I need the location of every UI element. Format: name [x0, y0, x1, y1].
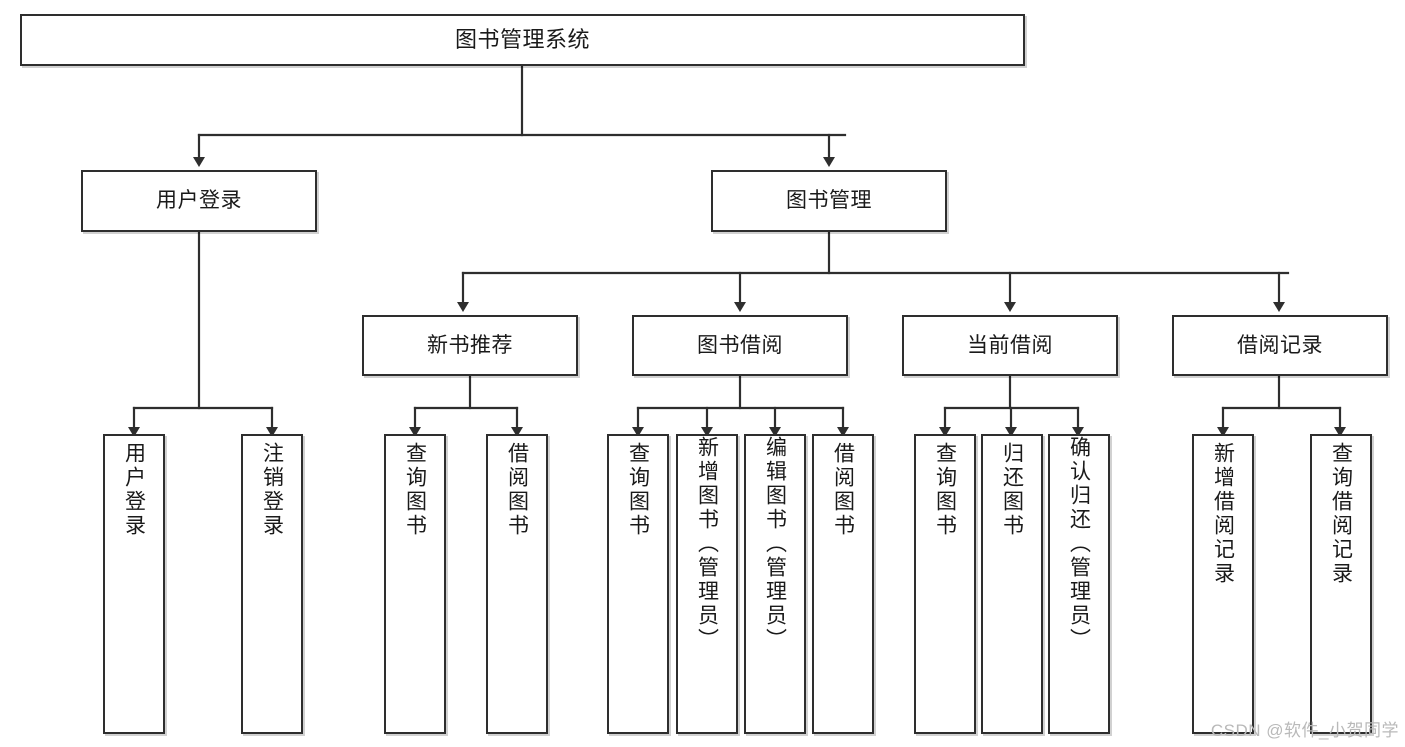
leaf-current-borrow-confirm-return[interactable]: 确认归还（管理员）	[1048, 434, 1110, 734]
leaf-book-borrow-edit[interactable]: 编辑图书（管理员）	[744, 434, 806, 734]
leaf-new-book-query[interactable]: 查询图书	[384, 434, 446, 734]
leaf-book-borrow-query-label: 查询图书	[626, 442, 650, 538]
node-book-borrow-label: 图书借阅	[697, 333, 783, 357]
leaf-book-borrow-edit-label: 编辑图书（管理员）	[763, 436, 787, 652]
node-user-login-label: 用户登录	[156, 189, 242, 213]
leaf-new-book-borrow[interactable]: 借阅图书	[486, 434, 548, 734]
leaf-borrow-record-add-label: 新增借阅记录	[1211, 442, 1235, 586]
leaf-new-book-borrow-label: 借阅图书	[505, 442, 529, 538]
node-new-book-recommend[interactable]: 新书推荐	[362, 315, 578, 376]
node-borrow-record-label: 借阅记录	[1237, 333, 1323, 357]
leaf-current-borrow-return-label: 归还图书	[1000, 442, 1024, 538]
node-current-borrow-label: 当前借阅	[967, 333, 1053, 357]
leaf-new-book-query-label: 查询图书	[403, 442, 427, 538]
leaf-borrow-record-add[interactable]: 新增借阅记录	[1192, 434, 1254, 734]
leaf-user-login-signout[interactable]: 注销登录	[241, 434, 303, 734]
leaf-borrow-record-query-label: 查询借阅记录	[1329, 442, 1353, 586]
leaf-borrow-record-query[interactable]: 查询借阅记录	[1310, 434, 1372, 734]
node-current-borrow[interactable]: 当前借阅	[902, 315, 1118, 376]
leaf-user-login-signout-label: 注销登录	[260, 442, 284, 538]
watermark-text: CSDN @软件_小贺同学	[1210, 721, 1399, 740]
leaf-book-borrow-borrow-label: 借阅图书	[831, 442, 855, 538]
leaf-user-login-signin-label: 用户登录	[122, 442, 146, 538]
leaf-book-borrow-add-label: 新增图书（管理员）	[695, 436, 719, 652]
leaf-current-borrow-confirm-return-label: 确认归还（管理员）	[1067, 436, 1091, 652]
node-book-management[interactable]: 图书管理	[711, 170, 947, 232]
leaf-book-borrow-borrow[interactable]: 借阅图书	[812, 434, 874, 734]
leaf-current-borrow-return[interactable]: 归还图书	[981, 434, 1043, 734]
node-user-login[interactable]: 用户登录	[81, 170, 317, 232]
leaf-book-borrow-add[interactable]: 新增图书（管理员）	[676, 434, 738, 734]
leaf-book-borrow-query[interactable]: 查询图书	[607, 434, 669, 734]
node-root-book-management-system[interactable]: 图书管理系统	[20, 14, 1025, 66]
node-book-borrow[interactable]: 图书借阅	[632, 315, 848, 376]
node-borrow-record[interactable]: 借阅记录	[1172, 315, 1388, 376]
leaf-user-login-signin[interactable]: 用户登录	[103, 434, 165, 734]
node-book-management-label: 图书管理	[786, 189, 872, 213]
leaf-current-borrow-query-label: 查询图书	[933, 442, 957, 538]
node-new-book-recommend-label: 新书推荐	[427, 333, 513, 357]
leaf-current-borrow-query[interactable]: 查询图书	[914, 434, 976, 734]
node-root-label: 图书管理系统	[454, 26, 590, 52]
